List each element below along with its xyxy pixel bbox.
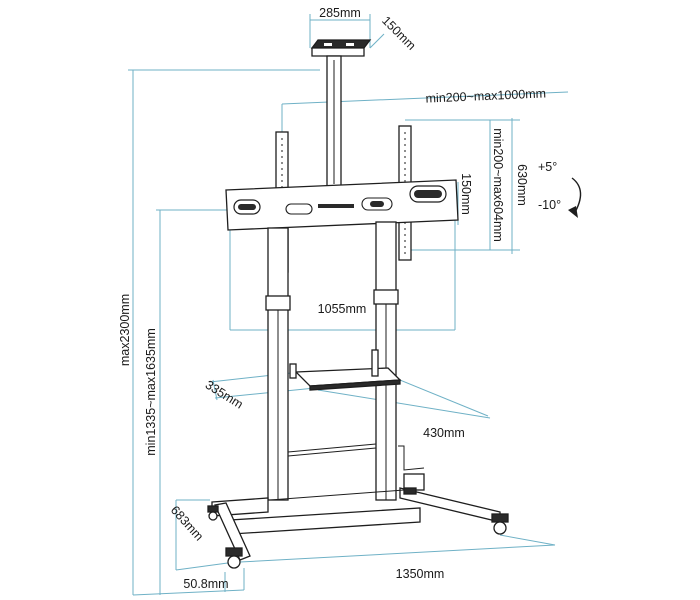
label-tube-diameter: 50.8mm: [183, 577, 228, 591]
label-shelf-depth: 335mm: [203, 378, 246, 412]
label-tilt-down: -10°: [538, 198, 561, 212]
caster-front-left: [225, 547, 243, 569]
label-base-width: 1350mm: [396, 567, 445, 581]
caster-right: [491, 513, 509, 535]
label-arm-height: 150mm: [459, 173, 473, 215]
base: [207, 473, 509, 569]
main-columns: [265, 221, 399, 501]
label-total-height: max2300mm: [118, 294, 132, 366]
caster-back-left: [207, 505, 219, 521]
mounting-bracket: [225, 179, 459, 231]
label-top-plate-depth: 150mm: [379, 13, 418, 52]
label-bracket-height: 630mm: [515, 164, 529, 206]
label-mount-height: min1335~max1635mm: [144, 328, 158, 456]
caster-mid: [403, 487, 417, 495]
label-shelf-width: 430mm: [423, 426, 465, 440]
label-vesa-horizontal: min200~max1000mm: [425, 86, 546, 105]
shelf: [289, 349, 402, 391]
top-plate: [310, 39, 372, 57]
label-tilt-up: +5°: [538, 160, 557, 174]
stand-drawing: [207, 39, 582, 569]
label-vesa-vertical: min200~max604mm: [491, 128, 505, 242]
label-top-plate-width: 285mm: [319, 6, 361, 20]
label-bracket-width: 1055mm: [318, 302, 367, 316]
label-base-depth: 683mm: [168, 503, 206, 543]
